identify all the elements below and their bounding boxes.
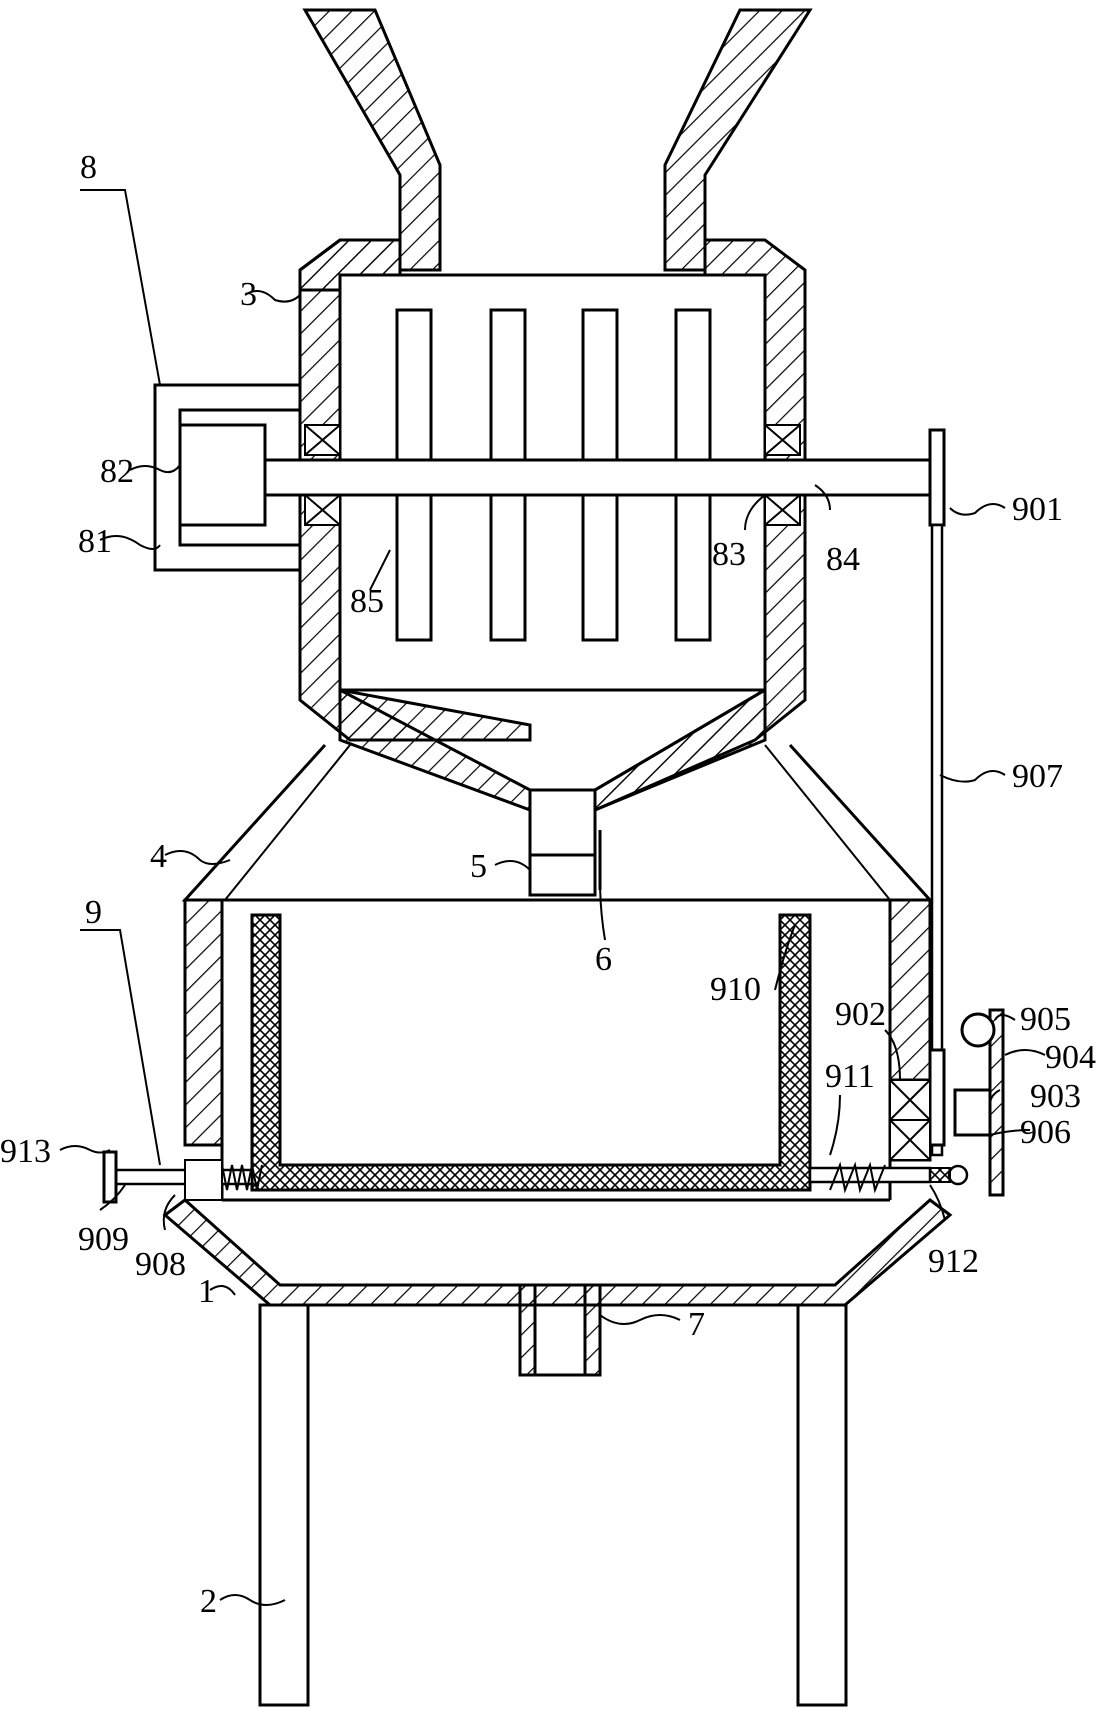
label-902: 902 [835, 996, 886, 1033]
label-2: 2 [200, 1583, 217, 1620]
label-9: 9 [85, 894, 102, 931]
label-912: 912 [928, 1243, 979, 1280]
motor-assembly [153, 383, 300, 572]
label-7: 7 [688, 1306, 705, 1343]
label-6: 6 [595, 941, 612, 978]
label-82: 82 [100, 453, 134, 490]
rotating-shaft [263, 458, 932, 497]
label-906: 906 [1020, 1114, 1071, 1151]
label-3: 3 [240, 276, 257, 313]
filter-screen [250, 913, 812, 1192]
label-84: 84 [826, 541, 860, 578]
support-legs [258, 1303, 848, 1707]
cam-assembly [929, 1008, 1005, 1197]
label-905: 905 [1020, 1001, 1071, 1038]
label-85: 85 [350, 583, 384, 620]
label-904: 904 [1045, 1039, 1096, 1076]
label-910: 910 [710, 971, 761, 1008]
label-903: 903 [1030, 1078, 1081, 1115]
label-911: 911 [825, 1058, 875, 1095]
label-908: 908 [135, 1246, 186, 1283]
crushing-housing [298, 238, 807, 813]
label-5: 5 [470, 848, 487, 885]
label-8: 8 [80, 149, 97, 186]
label-1: 1 [198, 1273, 215, 1310]
belt-drive [928, 428, 946, 1157]
leader-lines [59, 189, 1046, 1606]
label-907: 907 [1012, 758, 1063, 795]
label-909: 909 [78, 1221, 129, 1258]
label-81: 81 [78, 523, 112, 560]
discharge-pipe [528, 788, 602, 897]
feed-hopper [302, 8, 813, 272]
label-913: 913 [0, 1133, 51, 1170]
label-901: 901 [1012, 491, 1063, 528]
label-83: 83 [712, 536, 746, 573]
label-4: 4 [150, 838, 167, 875]
guide-rod-assembly [102, 1079, 932, 1204]
